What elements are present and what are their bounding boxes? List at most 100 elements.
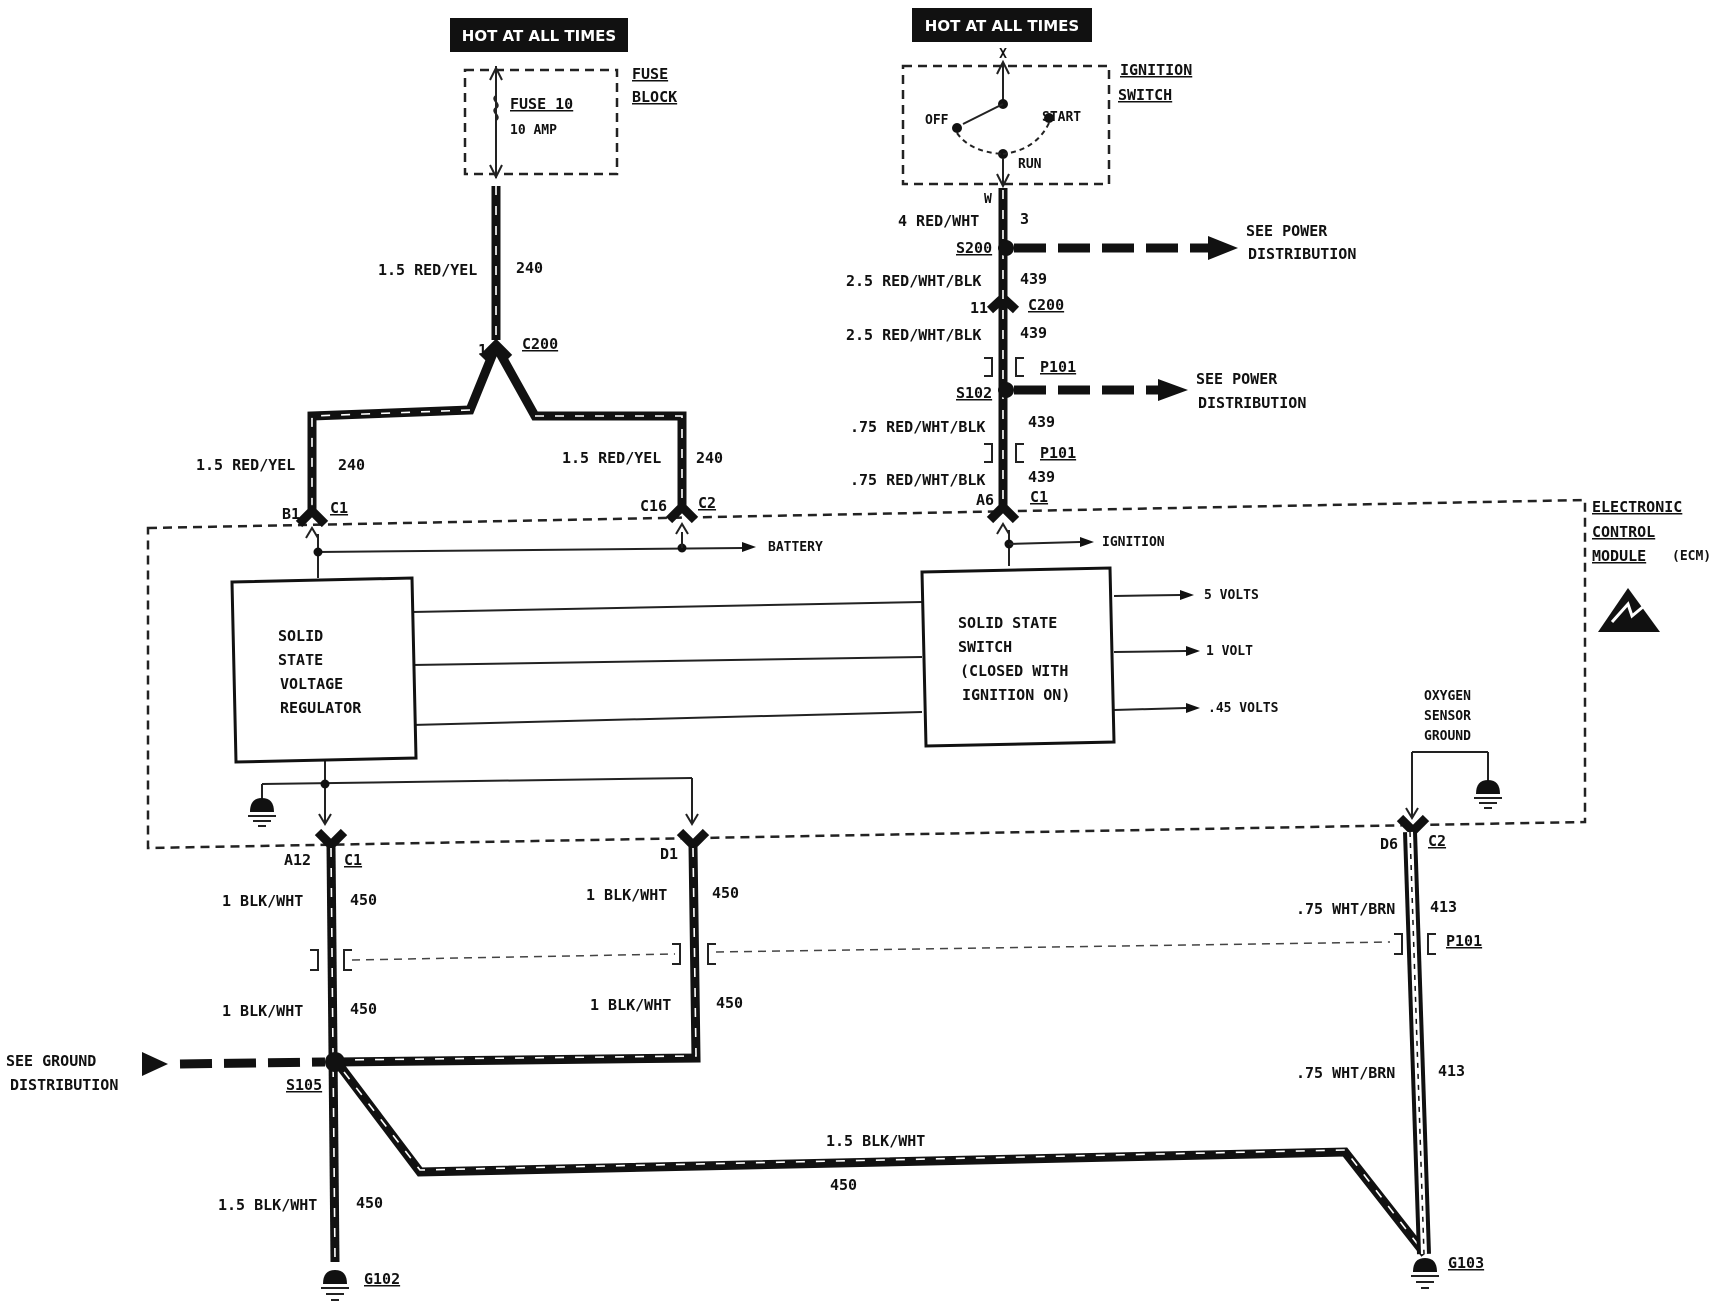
p101-b: P101 xyxy=(1040,444,1076,462)
splice-s105: S105 xyxy=(286,1076,322,1094)
a12-name: C1 xyxy=(344,851,362,869)
switch-line4: IGNITION ON) xyxy=(962,686,1070,704)
b1-name: C1 xyxy=(330,499,348,517)
wire-a12-top-num: 450 xyxy=(350,891,377,909)
ground-g103: G103 xyxy=(1448,1254,1484,1272)
wire-d1-top-num: 450 xyxy=(712,884,739,902)
c16-name: C2 xyxy=(698,494,716,512)
ignition-switch-label-1: IGNITION xyxy=(1120,61,1192,79)
see-ground-line2: DISTRIBUTION xyxy=(10,1076,118,1094)
header-right: HOT AT ALL TIMES xyxy=(912,8,1092,42)
ecm-internal-ground-o2 xyxy=(1474,780,1502,809)
term-w: W xyxy=(984,192,992,207)
see-power-1-line1: SEE POWER xyxy=(1246,222,1328,240)
header-right-text: HOT AT ALL TIMES xyxy=(925,17,1079,35)
wire-c200-out-num: 439 xyxy=(1020,324,1047,342)
see-power-1-line2: DISTRIBUTION xyxy=(1248,245,1356,263)
wire-g103-name: 1.5 BLK/WHT xyxy=(826,1132,925,1150)
see-power-2-line2: DISTRIBUTION xyxy=(1198,394,1306,412)
fuse-block-label-1: FUSE xyxy=(632,65,668,83)
wire-s102-out-name: .75 RED/WHT/BLK xyxy=(850,418,985,436)
internal-out1: 5 VOLTS xyxy=(1204,588,1259,603)
term-x: X xyxy=(999,47,1007,62)
splice-s105-dot xyxy=(325,1052,345,1072)
ecm-bottom-connectors xyxy=(314,814,1430,852)
fuse-block-label-2: BLOCK xyxy=(632,88,677,106)
wire-a12-top-name: 1 BLK/WHT xyxy=(222,892,303,910)
c200-right-pin: 11 xyxy=(970,299,988,317)
ecm-label-suffix: (ECM) xyxy=(1672,549,1711,564)
wire-mid-branch-num: 240 xyxy=(696,449,723,467)
wire-g102-name: 1.5 BLK/WHT xyxy=(218,1196,317,1214)
a12-pin: A12 xyxy=(284,851,311,869)
esd-warning-icon xyxy=(1598,588,1660,632)
c200-left-name: C200 xyxy=(522,335,558,353)
o2-label-3: GROUND xyxy=(1424,729,1471,744)
ecm-label-3: MODULE xyxy=(1592,547,1646,565)
p101-c: P101 xyxy=(1446,932,1482,950)
internal-ignition: IGNITION xyxy=(1102,535,1165,550)
wire-ignition-feed xyxy=(984,188,1238,510)
splice-s200-dot xyxy=(998,240,1014,256)
wire-p101-out-name: .75 RED/WHT/BLK xyxy=(850,471,985,489)
splice-s102-dot xyxy=(998,382,1014,398)
pos-start: START xyxy=(1042,110,1081,125)
d6-pin: D6 xyxy=(1380,835,1398,853)
switch-line2: SWITCH xyxy=(958,638,1012,656)
wire-d1-top-name: 1 BLK/WHT xyxy=(586,886,667,904)
internal-battery: BATTERY xyxy=(768,540,823,555)
regulator-line2: STATE xyxy=(278,651,323,669)
wire-g102-num: 450 xyxy=(356,1194,383,1212)
a6-name: C1 xyxy=(1030,488,1048,506)
wire-mid-branch-name: 1.5 RED/YEL xyxy=(562,449,661,467)
regulator-line3: VOLTAGE xyxy=(280,675,343,693)
wire-left-branch-name: 1.5 RED/YEL xyxy=(196,456,295,474)
switch-line1: SOLID STATE xyxy=(958,614,1057,632)
fuse-rating: 10 AMP xyxy=(510,123,557,138)
wire-left-branch-num: 240 xyxy=(338,456,365,474)
b1-pin: B1 xyxy=(282,505,300,523)
p101-a: P101 xyxy=(1040,358,1076,376)
internal-out2: 1 VOLT xyxy=(1206,644,1253,659)
fuse-block: FUSE 10 10 AMP FUSE BLOCK xyxy=(463,65,677,180)
solid-state-switch-block: SOLID STATE SWITCH (CLOSED WITH IGNITION… xyxy=(920,566,1116,748)
ignition-switch-label-2: SWITCH xyxy=(1118,86,1172,104)
wire-450-grounds xyxy=(142,845,1436,1263)
ignition-switch: X OFF START RUN W IGNITION SWITCH xyxy=(901,47,1192,207)
c16-pin: C16 xyxy=(640,497,667,515)
ecm-internal-ground-left xyxy=(248,798,276,827)
a6-pin: A6 xyxy=(976,491,994,509)
o2-label-1: OXYGEN xyxy=(1424,689,1471,704)
ground-g102: G102 xyxy=(364,1270,400,1288)
ecm-top-connectors xyxy=(295,500,1020,539)
switch-line3: (CLOSED WITH xyxy=(960,662,1068,680)
wire-d6-bot-name: .75 WHT/BRN xyxy=(1296,1064,1395,1082)
fuse-name: FUSE 10 xyxy=(510,95,573,113)
fuse-symbol xyxy=(493,95,499,121)
ground-g102-icon xyxy=(321,1270,349,1301)
ecm-label-1: ELECTRONIC xyxy=(1592,498,1682,516)
ecm-label-2: CONTROL xyxy=(1592,523,1655,541)
wire-s200-out-name: 2.5 RED/WHT/BLK xyxy=(846,272,981,290)
wire-d6-bot-num: 413 xyxy=(1438,1062,1465,1080)
ecm-boundary xyxy=(146,498,1587,850)
pos-run: RUN xyxy=(1018,157,1042,172)
wire-a12-bot-num: 450 xyxy=(350,1000,377,1018)
pos-off: OFF xyxy=(925,113,949,128)
see-ground-line1: SEE GROUND xyxy=(6,1052,96,1070)
wire-d1-bot-num: 450 xyxy=(716,994,743,1012)
wire-ign-out-num: 3 xyxy=(1020,210,1029,228)
wire-a12-bot-name: 1 BLK/WHT xyxy=(222,1002,303,1020)
wire-s200-out-num: 439 xyxy=(1020,270,1047,288)
wire-fuse-out-num: 240 xyxy=(516,259,543,277)
regulator-line4: REGULATOR xyxy=(280,699,362,717)
wire-240-feed xyxy=(307,186,687,510)
wire-s102-out-num: 439 xyxy=(1028,413,1055,431)
wire-d1-bot-name: 1 BLK/WHT xyxy=(590,996,671,1014)
header-left-text: HOT AT ALL TIMES xyxy=(462,27,616,45)
see-power-2-line1: SEE POWER xyxy=(1196,370,1278,388)
ground-g103-icon xyxy=(1411,1258,1439,1289)
wire-d6-top-num: 413 xyxy=(1430,898,1457,916)
wire-p101-out-num: 439 xyxy=(1028,468,1055,486)
